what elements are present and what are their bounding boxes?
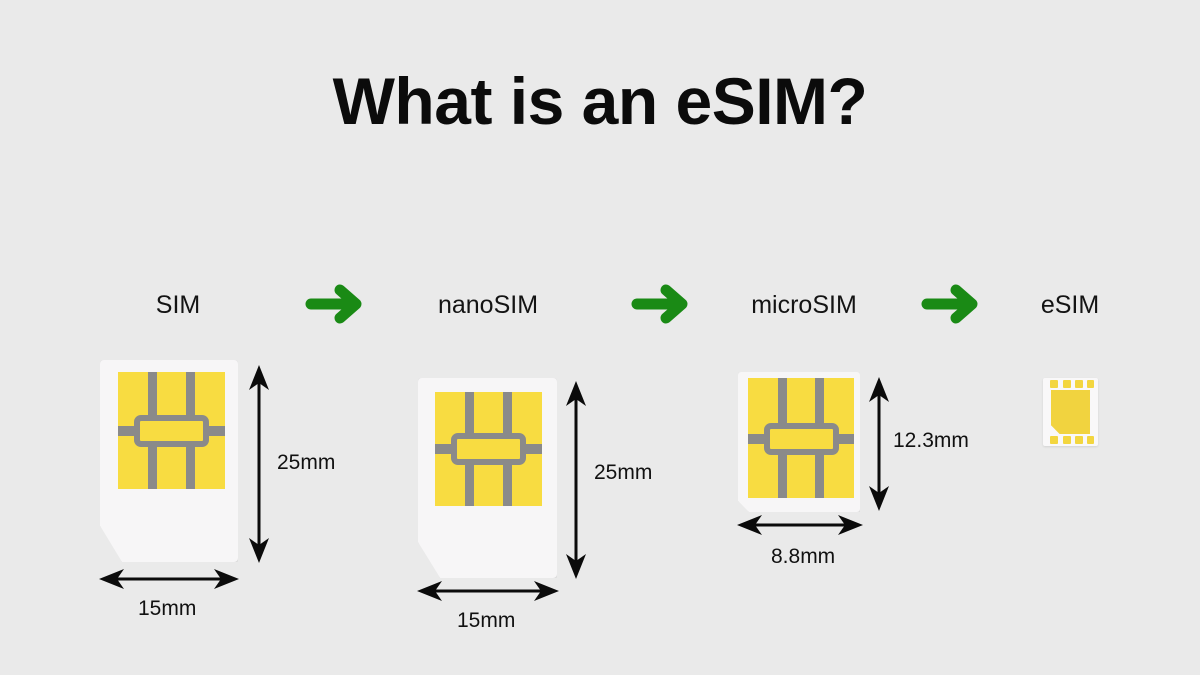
- dimension-arrow-sim-height: [249, 365, 269, 563]
- dimension-label-sim-width: 15mm: [138, 597, 197, 620]
- microsim-chip-graphic: [748, 378, 854, 498]
- dimension-arrow-nanosim-height: [566, 381, 586, 579]
- card-label-sim: SIM: [155, 291, 201, 319]
- card-label-microsim: microSIM: [751, 291, 857, 319]
- arrow-right-icon-1: [305, 284, 362, 324]
- arrow-right-icon-2: [631, 284, 688, 324]
- sim-chip-graphic: [118, 372, 225, 489]
- dimension-arrow-microsim-width: [737, 515, 863, 535]
- dimension-arrow-nanosim-width: [417, 581, 559, 601]
- esim-die: [1051, 390, 1090, 434]
- sim-card-sim: [100, 360, 238, 562]
- dimension-arrow-microsim-height: [869, 377, 889, 511]
- sim-card-microsim: [738, 372, 860, 512]
- dimension-label-nanosim-height: 25mm: [594, 461, 653, 484]
- dimension-label-sim-height: 25mm: [277, 451, 336, 474]
- dimension-label-microsim-height: 12.3mm: [893, 429, 969, 452]
- esim-chip-package: [1043, 378, 1098, 446]
- card-label-esim: eSIM: [1040, 291, 1100, 319]
- arrow-right-icon-3: [921, 284, 978, 324]
- nanosim-chip-graphic: [435, 392, 542, 506]
- dimension-label-microsim-width: 8.8mm: [771, 545, 836, 568]
- sim-card-nanosim: [418, 378, 557, 578]
- page-title: What is an eSIM?: [332, 64, 868, 138]
- dimension-arrow-sim-width: [99, 569, 239, 589]
- dimension-label-nanosim-width: 15mm: [457, 609, 516, 632]
- card-label-nanosim: nanoSIM: [437, 291, 539, 319]
